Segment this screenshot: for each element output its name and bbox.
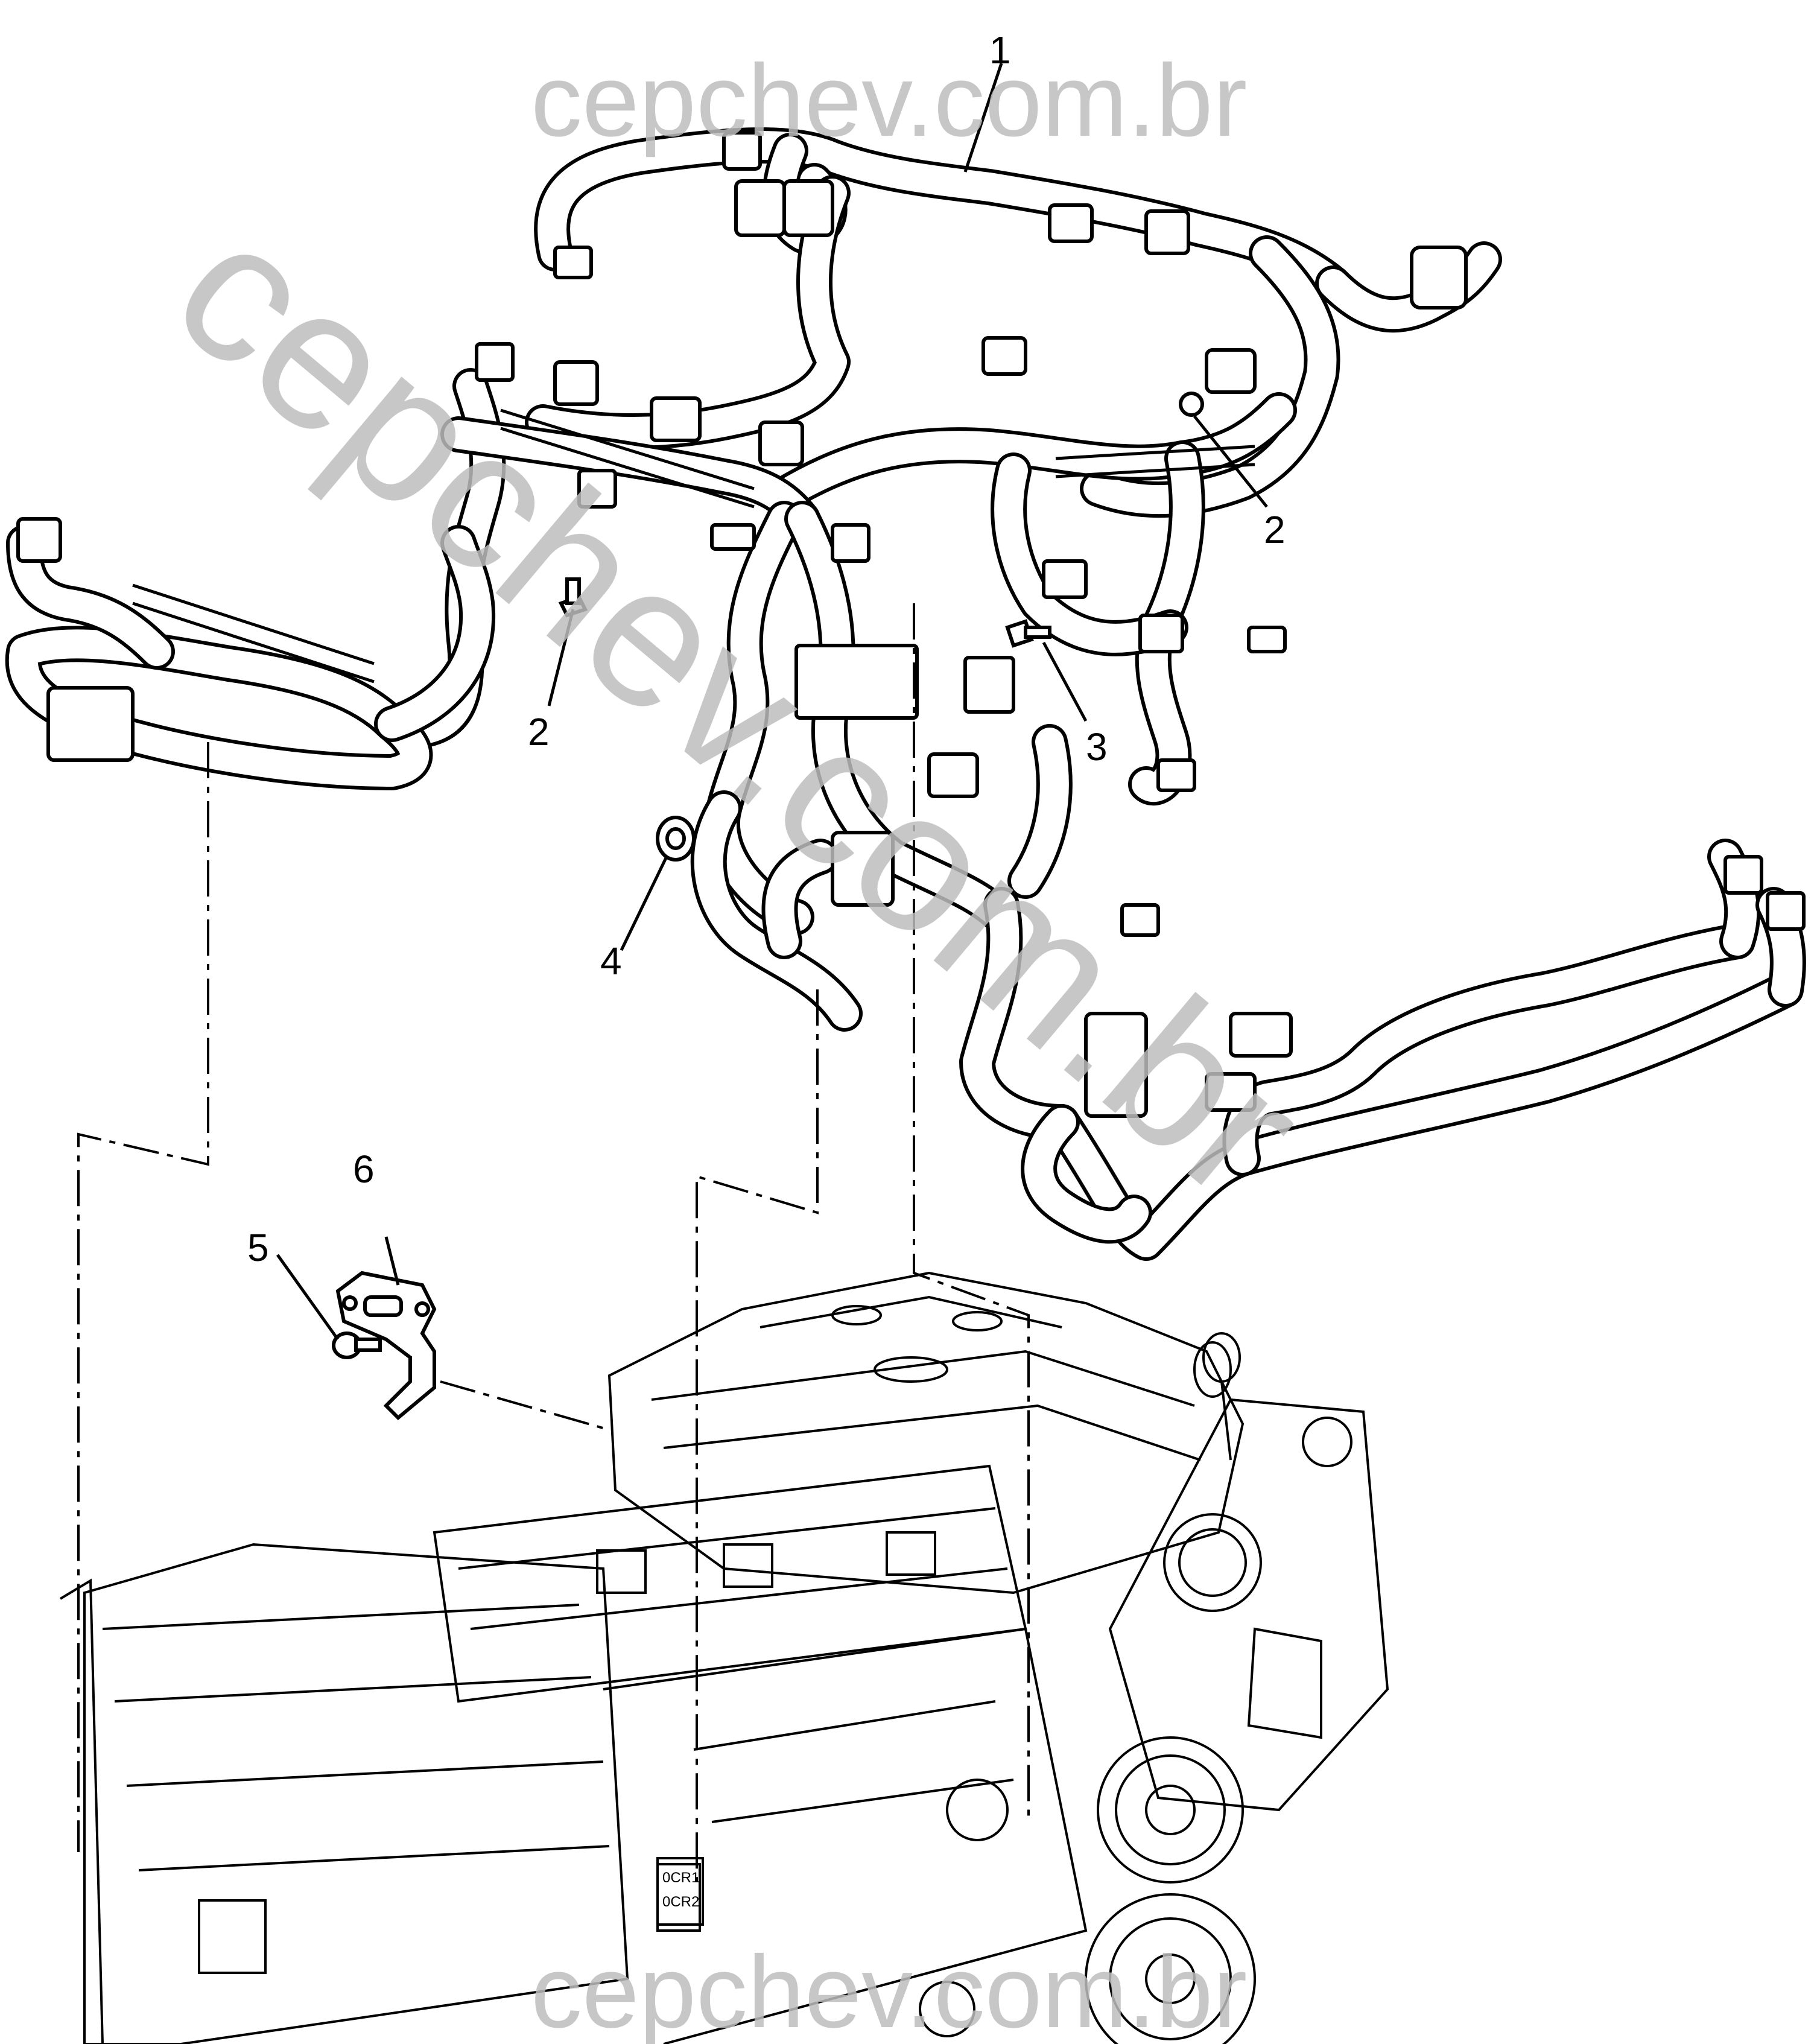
- engine-label-0cr2: 0CR2: [662, 1894, 699, 1910]
- grommet-4: [656, 816, 696, 862]
- engine-label-0cr1: 0CR1: [662, 1870, 699, 1886]
- leader-lines: [276, 63, 1268, 1341]
- watermarks: cepchev.com.br cepchev.com.br cepchev.co…: [135, 43, 1344, 2044]
- bolt-2-right: [1179, 392, 1204, 417]
- callout-5: 5: [247, 1226, 269, 1269]
- harness-connectors: [16, 131, 1806, 1118]
- engine-assembly: 0CR1 0CR2: [59, 1271, 1389, 2044]
- bolt-2-left: [558, 577, 588, 618]
- watermark-top: cepchev.com.br: [531, 43, 1247, 158]
- bracket-6: [335, 1271, 437, 1421]
- bolt-3: [1005, 619, 1051, 648]
- bolt-5: [332, 1331, 382, 1359]
- callout-6: 6: [353, 1147, 375, 1191]
- watermark-bottom: cepchev.com.br: [531, 1935, 1247, 2044]
- callout-2-left: 2: [528, 710, 550, 754]
- alignment-lines: [77, 603, 1030, 1882]
- callout-4: 4: [600, 939, 622, 983]
- callouts: 1 2 2 3 4 5 6: [247, 28, 1286, 1269]
- callout-1: 1: [989, 28, 1011, 72]
- callout-2-right: 2: [1264, 508, 1286, 551]
- callout-3: 3: [1086, 725, 1108, 769]
